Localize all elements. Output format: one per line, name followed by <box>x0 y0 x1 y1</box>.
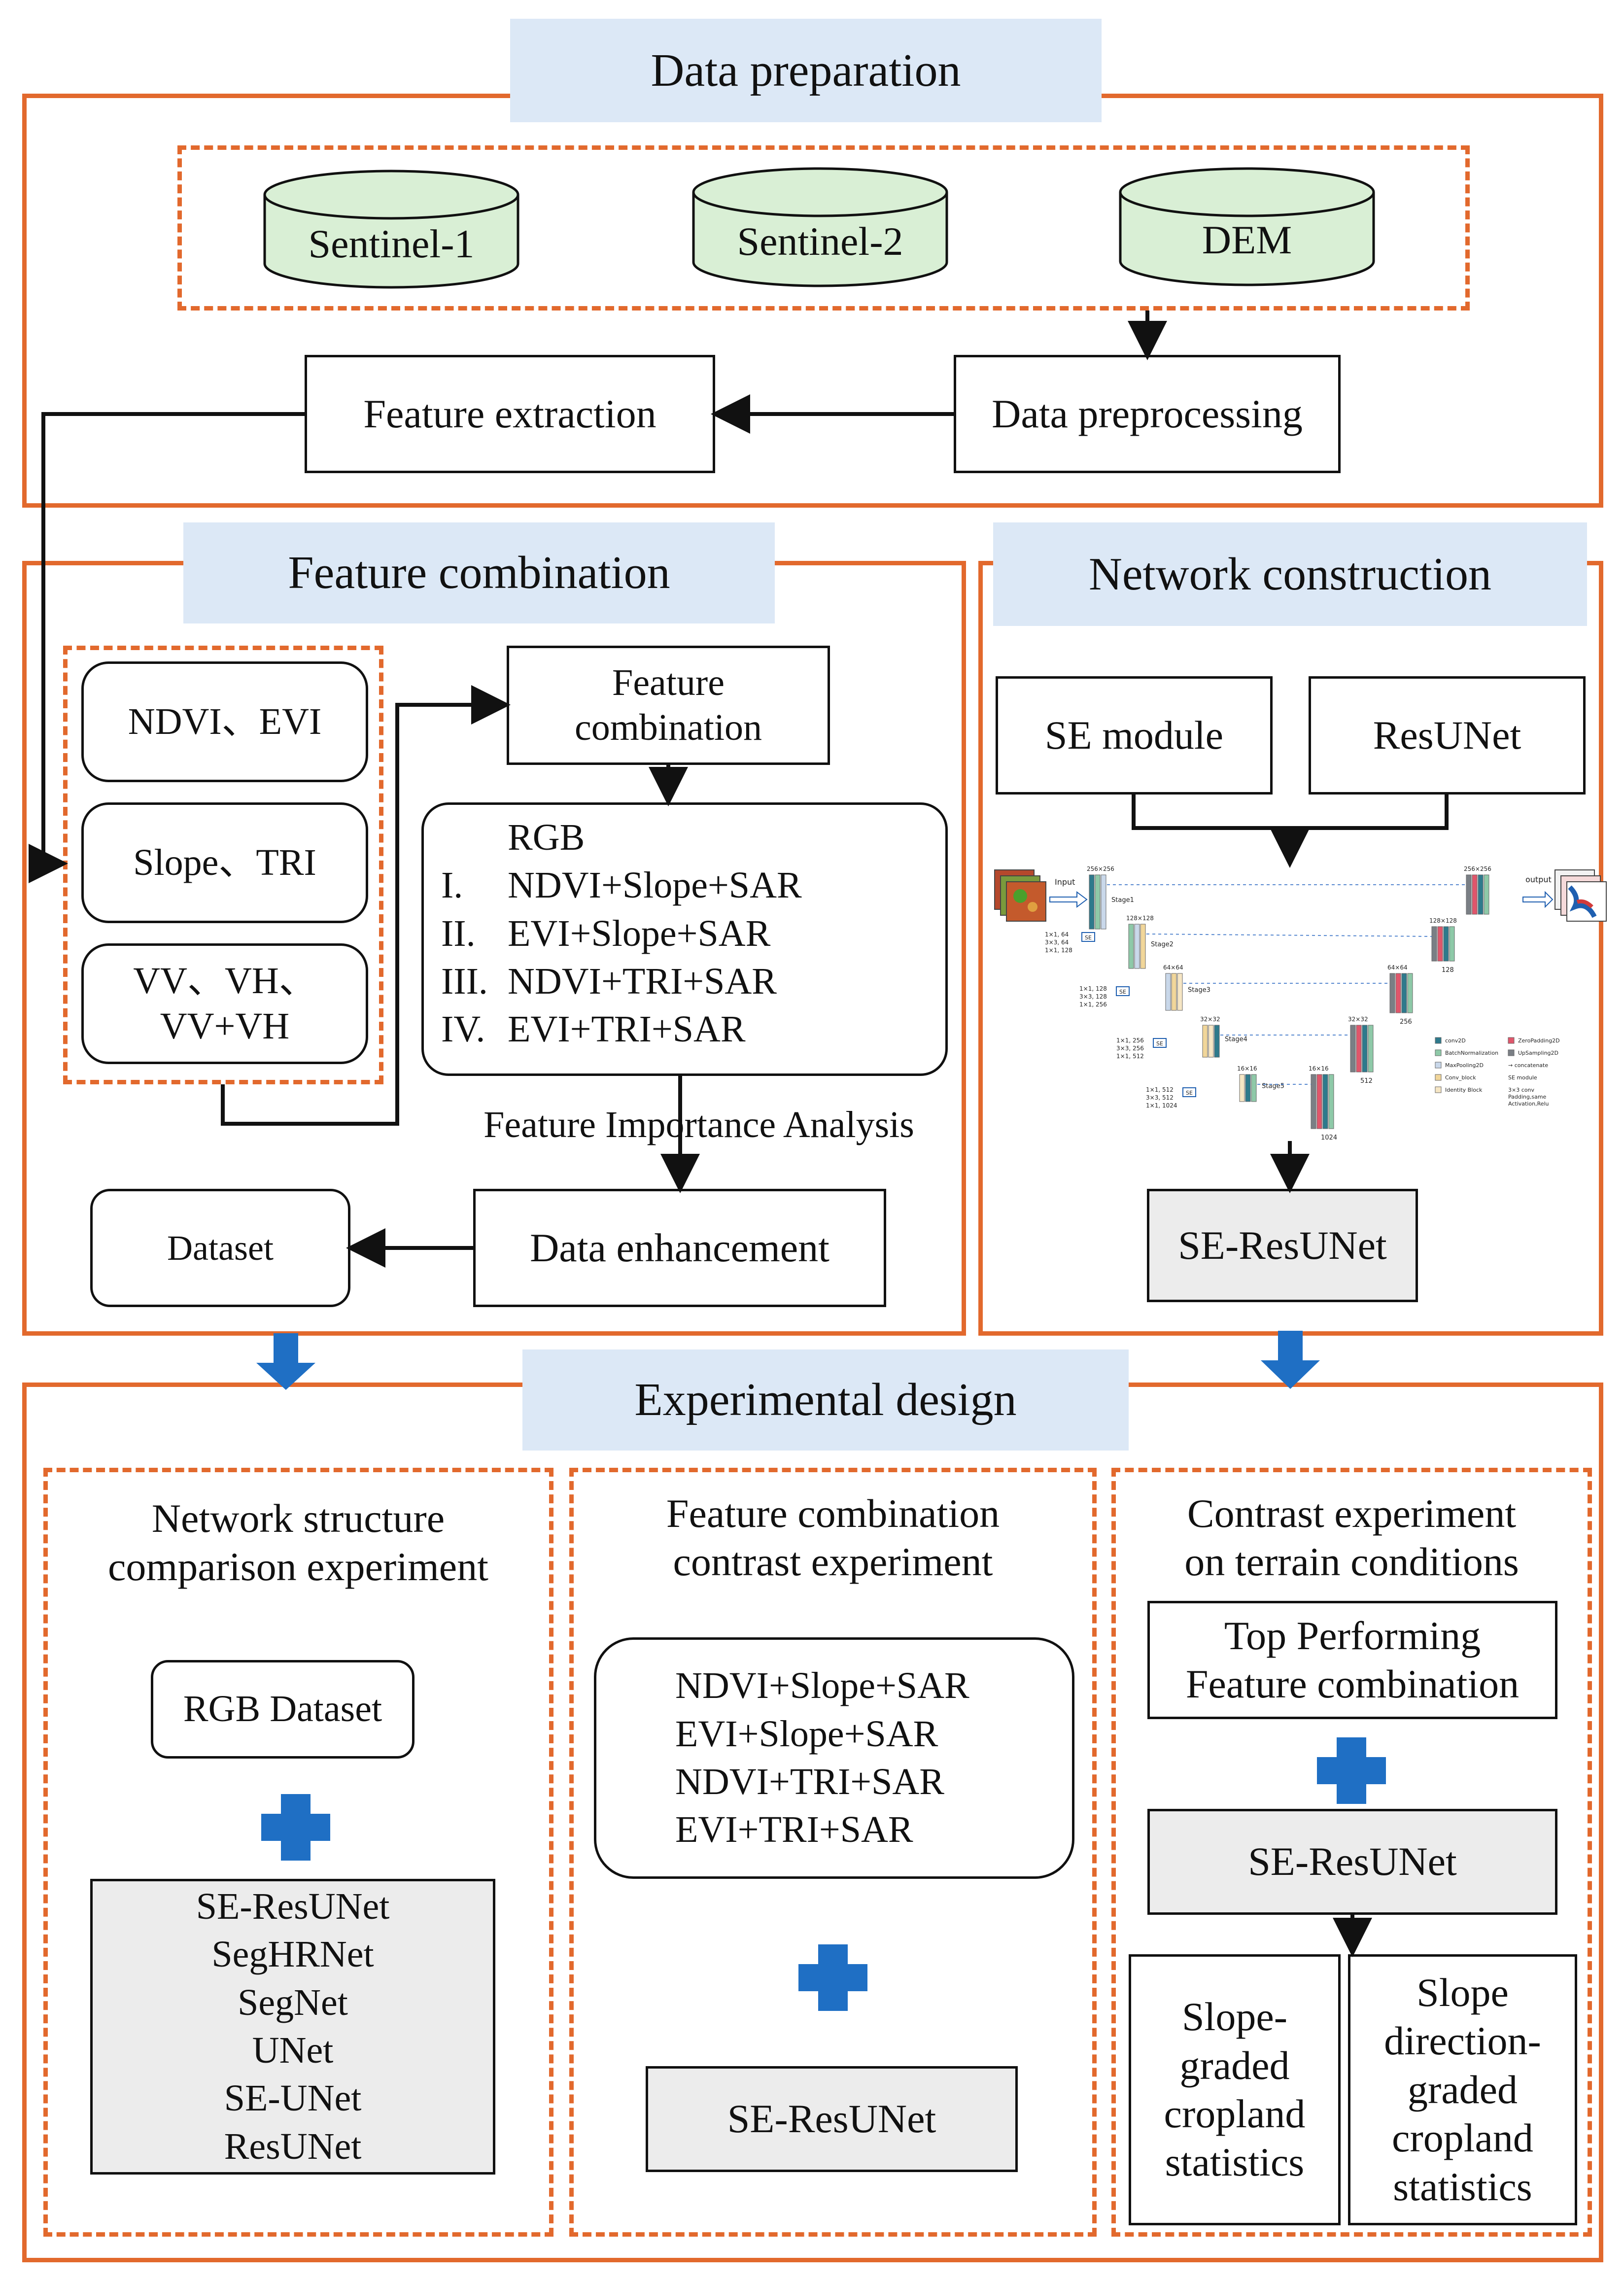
model-item: UNet <box>252 2030 334 2071</box>
combo-item: NDVI+Slope+SAR <box>675 1665 969 1707</box>
rgb-dataset-box: RGB Dataset <box>151 1660 415 1759</box>
down-arrow-icon <box>1261 1331 1320 1389</box>
feature-combination-title: Feature combination <box>183 522 775 623</box>
model-item: SE-ResUNet <box>196 1886 390 1928</box>
network-construction-title: Network construction <box>993 522 1587 626</box>
down-arrow-icon <box>256 1333 315 1390</box>
data-preprocessing-box: Data preprocessing <box>954 355 1341 473</box>
combo-item: III.NDVI+TRI+SAR <box>441 960 777 1002</box>
model-item: SegHRNet <box>211 1934 374 1975</box>
source-sentinel-1: Sentinel-1 <box>308 221 475 266</box>
model-item: ResUNet <box>224 2125 362 2167</box>
dataset-box: Dataset <box>90 1189 350 1307</box>
model-item: SE-UNet <box>224 2077 362 2119</box>
combo-item: EVI+TRI+SAR <box>675 1809 913 1851</box>
combination-list-box: RGB I.NDVI+Slope+SAR II.EVI+Slope+SAR II… <box>421 802 948 1076</box>
network-structure-experiment-box <box>43 1468 553 2237</box>
top-performing-box: Top Performing Feature combination <box>1147 1601 1557 1719</box>
terrain-model-box: SE-ResUNet <box>1147 1809 1557 1915</box>
source-sentinel-2: Sentinel-2 <box>737 218 903 264</box>
data-enhancement-box: Data enhancement <box>473 1189 886 1307</box>
combo-item: EVI+Slope+SAR <box>675 1713 938 1755</box>
feature-combination-box: Feature combination <box>507 646 830 765</box>
combo-item: I.NDVI+Slope+SAR <box>441 864 802 906</box>
se-module-box: SE module <box>996 676 1273 795</box>
combo-item: NDVI+TRI+SAR <box>675 1761 944 1802</box>
slope-direction-stats-box: Slope direction- graded cropland statist… <box>1348 1954 1577 2225</box>
model-list-box: SE-ResUNet SegHRNet SegNet UNet SE-UNet … <box>90 1879 495 2175</box>
combo-item: II.EVI+Slope+SAR <box>441 912 771 954</box>
resunet-box: ResUNet <box>1309 676 1586 795</box>
terrain-experiment-title: Contrast experiment on terrain condition… <box>1184 1490 1519 1584</box>
feature-group-ndvi-evi: NDVI、EVI <box>81 661 368 782</box>
feature-group-slope-tri: Slope、TRI <box>81 802 368 923</box>
terrain-experiment-box <box>1111 1468 1592 2237</box>
se-resunet-result-box: SE-ResUNet <box>1147 1189 1418 1302</box>
feature-contrast-experiment-box <box>569 1468 1097 2237</box>
network-structure-title: Network structure comparison experiment <box>108 1495 488 1589</box>
feature-group-sar: VV、VH、 VV+VH <box>81 943 368 1064</box>
slope-graded-stats-box: Slope- graded cropland statistics <box>1129 1954 1341 2225</box>
feature-contrast-combos-box: NDVI+Slope+SAR EVI+Slope+SAR NDVI+TRI+SA… <box>594 1637 1074 1879</box>
source-dem: DEM <box>1202 217 1292 262</box>
feature-contrast-title: Feature combination contrast experiment <box>666 1490 1000 1584</box>
model-item: SegNet <box>238 1981 348 2023</box>
feature-extraction-box: Feature extraction <box>305 355 715 473</box>
feature-contrast-model-box: SE-ResUNet <box>646 2066 1018 2172</box>
combo-item: RGB <box>508 817 585 858</box>
data-sources-group <box>177 145 1470 311</box>
combo-item: IV.EVI+TRI+SAR <box>441 1008 746 1050</box>
data-preparation-title: Data preparation <box>510 19 1102 122</box>
feature-importance-label: Feature Importance Analysis <box>438 1098 960 1152</box>
experimental-design-title: Experimental design <box>522 1349 1129 1451</box>
